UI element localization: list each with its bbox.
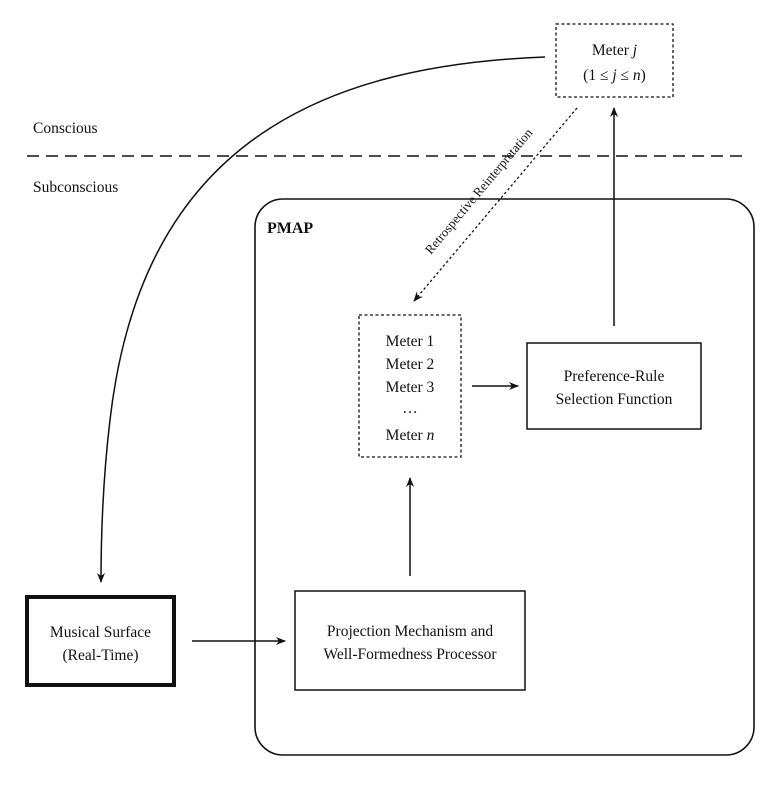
- musical-surface-box: [25, 595, 176, 687]
- pmap-container: [254, 198, 755, 756]
- pmap-title: PMAP: [267, 220, 313, 237]
- range-close: ): [641, 67, 646, 84]
- meter-list-node: Meter 1 Meter 2 Meter 3 … Meter n: [358, 314, 462, 458]
- meter-n-var: n: [427, 427, 435, 444]
- meter-list-item: Meter 1: [386, 333, 435, 350]
- range-mid: ≤: [617, 67, 633, 84]
- meter-j-node: Meter j (1 ≤ j ≤ n): [555, 23, 674, 98]
- meter-j-var: j: [631, 42, 637, 59]
- meter-j-prefix: Meter: [592, 42, 633, 59]
- conscious-label: Conscious: [33, 120, 98, 137]
- subconscious-label: Subconscious: [33, 179, 118, 196]
- meter-j-title: Meter j: [592, 42, 637, 59]
- retrospective-reinterpretation-label: Retrospective Reinterpretation: [422, 125, 536, 257]
- retrospective-reinterpretation-arrow: [413, 107, 578, 302]
- meter-list-item: Meter 3: [386, 379, 435, 396]
- preference-rule-box: [526, 342, 702, 430]
- meter-j-range: (1 ≤ j ≤ n): [583, 67, 646, 84]
- meter-list-ellipsis: …: [402, 400, 418, 417]
- projection-node: Projection Mechanism and Well-Formedness…: [294, 590, 526, 691]
- preference-rule-line1: Preference-Rule: [564, 368, 665, 385]
- meter-list-item: Meter 2: [386, 356, 435, 373]
- musical-surface-node: Musical Surface (Real-Time): [25, 595, 176, 687]
- range-var-n: n: [633, 67, 641, 84]
- musical-surface-line2: (Real-Time): [62, 647, 138, 664]
- projection-line2: Well-Formedness Processor: [323, 646, 497, 663]
- preference-rule-line2: Selection Function: [556, 391, 673, 408]
- meter-j-box: [555, 23, 674, 98]
- musical-surface-line1: Musical Surface: [50, 624, 151, 641]
- meter-list-box: [358, 314, 462, 458]
- preference-rule-node: Preference-Rule Selection Function: [526, 342, 702, 430]
- meter-list-item-last: Meter n: [386, 427, 435, 444]
- meter-n-prefix: Meter: [386, 427, 427, 444]
- range-var-j: j: [610, 67, 616, 84]
- range-open: (1 ≤: [583, 67, 612, 84]
- projection-line1: Projection Mechanism and: [327, 623, 493, 640]
- meter-j-to-surface-arrow: [97, 56, 546, 583]
- projection-box: [294, 590, 526, 691]
